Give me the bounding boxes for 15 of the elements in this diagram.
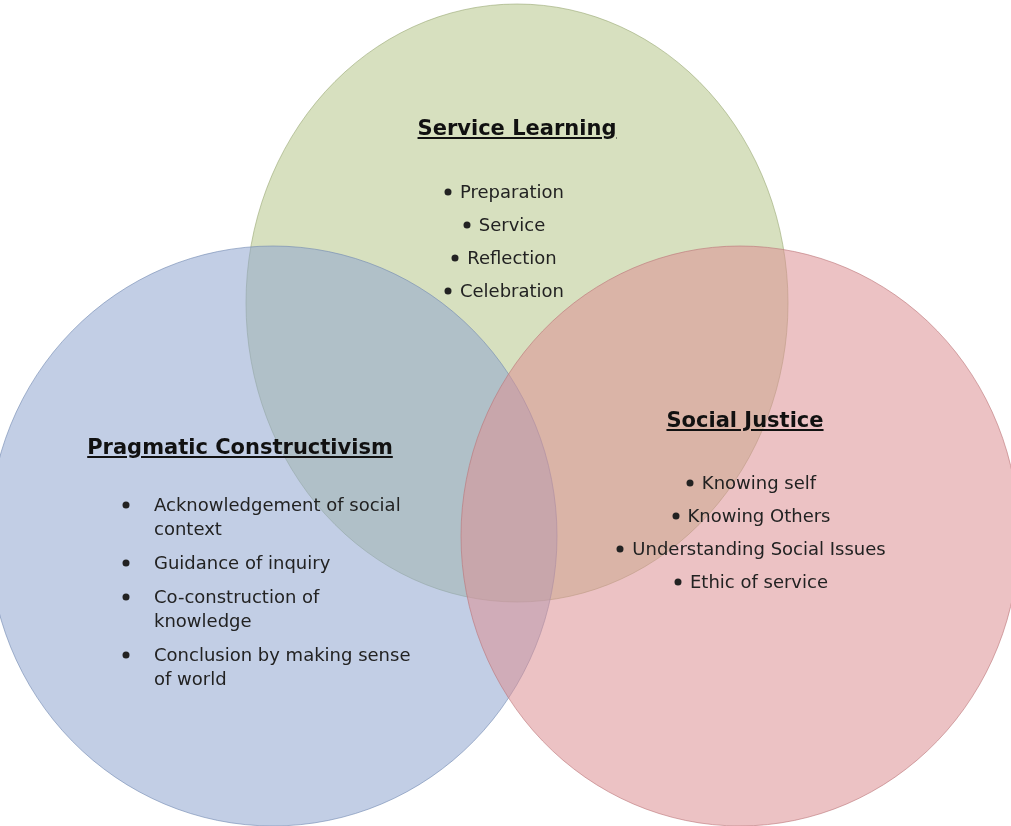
- circle-heading: Pragmatic Constructivism: [87, 435, 393, 459]
- bullet-text: Understanding Social Issues: [632, 538, 886, 559]
- bullet-text: Celebration: [459, 280, 565, 301]
- bullet-text: Reflection: [467, 247, 557, 268]
- circle-heading: Social Justice: [666, 408, 824, 432]
- bullet-text: Knowing Others: [687, 505, 831, 526]
- bullet-text: Guidance of inquiry: [154, 552, 331, 573]
- bullet-text: Co-construction of knowledge: [154, 586, 320, 631]
- bullet-text: Acknowledgement of social context: [154, 494, 401, 539]
- bullet-text: Knowing self: [701, 472, 817, 493]
- bullet-text: Preparation: [460, 181, 564, 202]
- circle-heading: Service Learning: [417, 116, 617, 140]
- bullet-text: Service: [478, 214, 546, 235]
- bullet-text: Conclusion by making sense of world: [154, 644, 411, 689]
- bullet-text: Ethic of service: [690, 571, 828, 592]
